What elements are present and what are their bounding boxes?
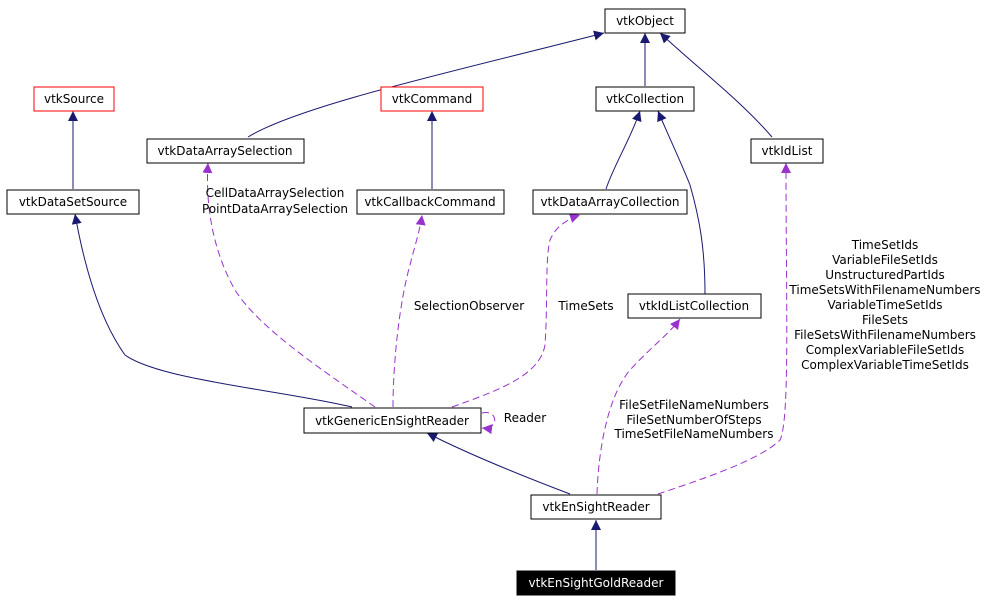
svg-text:vtkDataSetSource: vtkDataSetSource — [19, 195, 127, 209]
label-complex-variable-time-set-ids: ComplexVariableTimeSetIds — [801, 358, 969, 372]
label-timeset-filename-numbers: TimeSetFileNameNumbers — [613, 427, 773, 441]
node-vtkidlist[interactable]: vtkIdList — [750, 138, 824, 164]
label-complex-variable-file-set-ids: ComplexVariableFileSetIds — [806, 343, 964, 357]
svg-text:vtkEnSightGoldReader: vtkEnSightGoldReader — [529, 576, 664, 590]
node-vtkcommand[interactable]: vtkCommand — [380, 86, 484, 112]
label-reader: Reader — [504, 411, 547, 425]
edge-dataarraycollection-to-collection — [605, 110, 642, 190]
label-cell-data-array-selection: CellDataArraySelection — [206, 186, 345, 200]
svg-text:vtkIdListCollection: vtkIdListCollection — [639, 299, 749, 313]
node-vtkgenericensightreader[interactable]: vtkGenericEnSightReader — [303, 407, 482, 434]
node-vtkcollection[interactable]: vtkCollection — [595, 86, 695, 112]
node-vtksource[interactable]: vtkSource — [33, 86, 115, 112]
node-vtkdataarraycollection[interactable]: vtkDataArrayCollection — [532, 189, 688, 215]
label-file-sets: FileSets — [862, 313, 908, 327]
label-variable-file-set-ids: VariableFileSetIds — [832, 253, 938, 267]
usage-dataarraycollection — [451, 213, 581, 408]
svg-text:vtkCommand: vtkCommand — [392, 92, 472, 106]
svg-text:vtkDataArraySelection: vtkDataArraySelection — [157, 144, 292, 158]
svg-text:vtkSource: vtkSource — [44, 92, 104, 106]
label-timesets-with-filename-numbers: TimeSetsWithFilenameNumbers — [788, 283, 980, 297]
svg-text:vtkIdList: vtkIdList — [762, 144, 813, 158]
node-vtkdatasetsource[interactable]: vtkDataSetSource — [6, 189, 140, 215]
edge-idlistcollection-to-collection — [657, 110, 706, 295]
svg-text:vtkCallbackCommand: vtkCallbackCommand — [364, 195, 495, 209]
usage-idlist — [657, 162, 792, 495]
usage-callbackcommand — [392, 214, 426, 408]
node-vtkensightreader[interactable]: vtkEnSightReader — [530, 494, 662, 520]
label-point-data-array-selection: PointDataArraySelection — [202, 202, 348, 216]
label-time-set-ids: TimeSetIds — [851, 238, 918, 252]
usage-dataarrayselection — [202, 162, 376, 408]
label-fileset-number-of-steps: FileSetNumberOfSteps — [626, 413, 761, 427]
node-vtkobject[interactable]: vtkObject — [604, 8, 686, 34]
edge-dataarrayselection-to-object — [247, 30, 605, 138]
label-variable-time-set-ids: VariableTimeSetIds — [827, 298, 942, 312]
node-vtkidlistcollection[interactable]: vtkIdListCollection — [627, 293, 762, 319]
usage-reader-self — [481, 412, 496, 435]
svg-text:vtkGenericEnSightReader: vtkGenericEnSightReader — [315, 414, 469, 428]
svg-text:vtkDataArrayCollection: vtkDataArrayCollection — [540, 195, 679, 209]
label-fileset-filename-numbers: FileSetFileNameNumbers — [619, 398, 769, 412]
svg-text:vtkObject: vtkObject — [616, 14, 674, 28]
node-vtkcallbackcommand[interactable]: vtkCallbackCommand — [356, 189, 505, 215]
usage-idlistcollection — [596, 318, 681, 495]
edge-idlist-to-object — [659, 32, 773, 138]
label-time-sets: TimeSets — [557, 299, 613, 313]
node-vtkdataarrayselection[interactable]: vtkDataArraySelection — [146, 138, 305, 164]
svg-text:vtkEnSightReader: vtkEnSightReader — [542, 500, 649, 514]
edge-ensightreader-to-genericreader — [426, 432, 571, 495]
svg-text:vtkCollection: vtkCollection — [606, 92, 684, 106]
edge-genericreader-to-datasetsource — [71, 213, 353, 408]
node-vtkensightgoldreader[interactable]: vtkEnSightGoldReader — [516, 570, 676, 596]
label-selection-observer: SelectionObserver — [414, 299, 524, 313]
label-unstructured-part-ids: UnstructuredPartIds — [825, 268, 945, 282]
label-filesets-with-filename-numbers: FileSetsWithFilenameNumbers — [794, 328, 976, 342]
